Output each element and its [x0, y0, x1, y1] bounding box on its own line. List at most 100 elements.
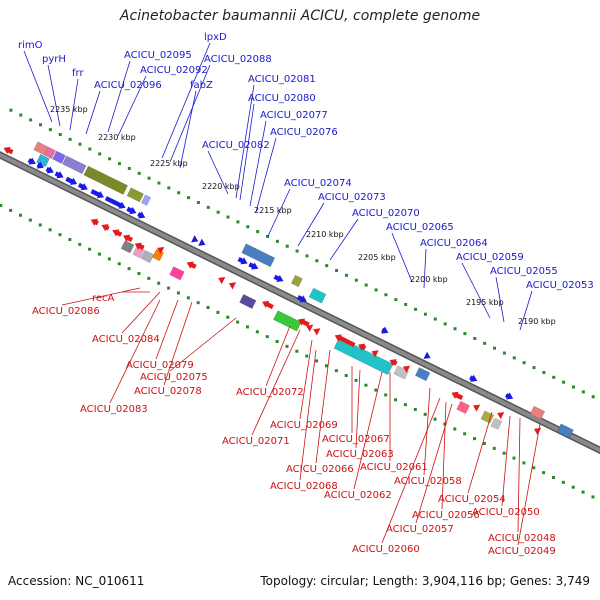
- top-leader-line: [169, 64, 211, 163]
- forward-gene-17: [381, 326, 389, 334]
- scale-label: 2205 kbp: [358, 253, 396, 262]
- top-leader-line: [255, 137, 277, 213]
- tick-dot-top: [522, 361, 526, 365]
- top-gene-label: ACICU_02096: [94, 80, 162, 91]
- reverse-gene-29: [228, 282, 237, 290]
- accession-text: Accession: NC_010611: [8, 574, 145, 588]
- tick-dot-bottom: [502, 451, 506, 455]
- gene-block-4: [83, 165, 128, 195]
- forward-gene-20: [505, 392, 514, 400]
- tick-dot-top: [48, 128, 52, 132]
- reverse-gene-38: [402, 365, 411, 373]
- tick-dot-top: [98, 152, 102, 156]
- tick-dot-bottom: [542, 471, 546, 475]
- tick-dot-bottom: [275, 340, 279, 344]
- tick-dot-top: [404, 302, 408, 306]
- top-leader-line: [179, 90, 197, 169]
- tick-dot-bottom: [561, 480, 565, 484]
- top-gene-label: ACICU_02074: [284, 178, 352, 189]
- gene-block-9: [290, 274, 303, 288]
- bottom-gene-label: ACICU_02056: [412, 510, 480, 521]
- tick-dot-bottom: [433, 417, 437, 421]
- forward-gene-2: [36, 161, 44, 169]
- tick-dot-top: [335, 268, 339, 272]
- tick-dot-top: [571, 385, 575, 389]
- top-gene-label: lpxD: [204, 32, 227, 43]
- reverse-gene-36: [371, 350, 379, 358]
- top-gene-label: ACICU_02073: [318, 192, 386, 203]
- tick-dot-top: [542, 370, 546, 374]
- bottom-gene-label: ACICU_02084: [92, 334, 160, 345]
- forward-gene-14: [248, 262, 259, 270]
- reverse-gene-32: [306, 324, 314, 332]
- tick-dot-bottom: [492, 446, 496, 450]
- bottom-gene-label: ACICU_02068: [270, 481, 338, 492]
- tick-dot-top: [206, 205, 210, 209]
- reverse-gene-27: [186, 261, 197, 269]
- tick-dot-bottom: [285, 344, 289, 348]
- gene-block-22: [480, 410, 495, 424]
- forward-gene-7: [90, 189, 105, 199]
- top-gene-label: ACICU_02076: [270, 127, 338, 138]
- top-leader-line: [85, 90, 101, 135]
- tick-dot-top: [532, 366, 536, 370]
- gene-block-6: [141, 194, 152, 206]
- tick-dot-top: [216, 210, 220, 214]
- tick-dot-top: [266, 234, 270, 238]
- bottom-gene-label: ACICU_02054: [438, 494, 506, 505]
- tick-dot-bottom: [176, 291, 180, 295]
- tick-dot-bottom: [255, 330, 259, 334]
- reverse-gene-24: [123, 234, 133, 242]
- top-leader-line: [297, 202, 325, 247]
- genome-summary: Topology: circular; Length: 3,904,116 bp…: [260, 574, 590, 588]
- top-leader-line: [239, 103, 255, 201]
- top-leader-line: [423, 248, 427, 289]
- gene-block-2: [52, 150, 66, 164]
- top-leader-line: [249, 120, 267, 207]
- top-gene-label: pyrH: [42, 54, 66, 65]
- tick-dot-top: [58, 132, 62, 136]
- tick-dot-top: [29, 118, 33, 122]
- tick-dot-top: [88, 147, 92, 151]
- scale-label: 2195 kbp: [466, 298, 504, 307]
- tick-dot-top: [325, 264, 329, 268]
- tick-dot-bottom: [305, 354, 309, 358]
- forward-gene-18: [423, 351, 431, 359]
- forward-gene-16: [296, 295, 307, 303]
- forward-gene-4: [54, 171, 64, 179]
- top-gene-label: ACICU_02053: [526, 280, 594, 291]
- gene-block-3: [62, 155, 87, 175]
- tick-dot-top: [463, 332, 467, 336]
- top-gene-label: frr: [72, 68, 84, 79]
- forward-gene-3: [45, 166, 54, 174]
- reverse-gene-40: [472, 404, 481, 412]
- top-leader-line: [391, 232, 413, 283]
- reverse-gene-31: [298, 318, 310, 327]
- scale-label: 2200 kbp: [410, 275, 448, 284]
- tick-dot-top: [423, 312, 427, 316]
- tick-dot-bottom: [384, 393, 388, 397]
- tick-dot-top: [127, 166, 131, 170]
- bottom-leader-line: [299, 339, 313, 420]
- bottom-leader-line: [155, 299, 179, 360]
- tick-dot-bottom: [206, 306, 210, 310]
- top-leader-line: [519, 290, 533, 331]
- bottom-leader-line: [517, 423, 541, 546]
- bottom-gene-label: ACICU_02061: [360, 462, 428, 473]
- bottom-leader-line: [381, 397, 441, 544]
- bottom-gene-label: ACICU_02066: [286, 464, 354, 475]
- reverse-gene-23: [112, 229, 123, 237]
- forward-gene-6: [77, 182, 88, 191]
- scale-label: 2215 kbp: [254, 206, 292, 215]
- bottom-gene-label: ACICU_02067: [322, 434, 390, 445]
- bottom-leader-line: [163, 301, 193, 386]
- gene-block-21: [456, 400, 470, 414]
- tick-dot-bottom: [137, 272, 141, 276]
- tick-dot-top: [108, 157, 112, 161]
- tick-dot-top: [68, 137, 72, 141]
- reverse-gene-35: [358, 343, 367, 351]
- tick-dot-bottom: [315, 359, 319, 363]
- tick-dot-bottom: [295, 349, 299, 353]
- top-leader-line: [267, 188, 291, 237]
- tick-dot-bottom: [473, 437, 477, 441]
